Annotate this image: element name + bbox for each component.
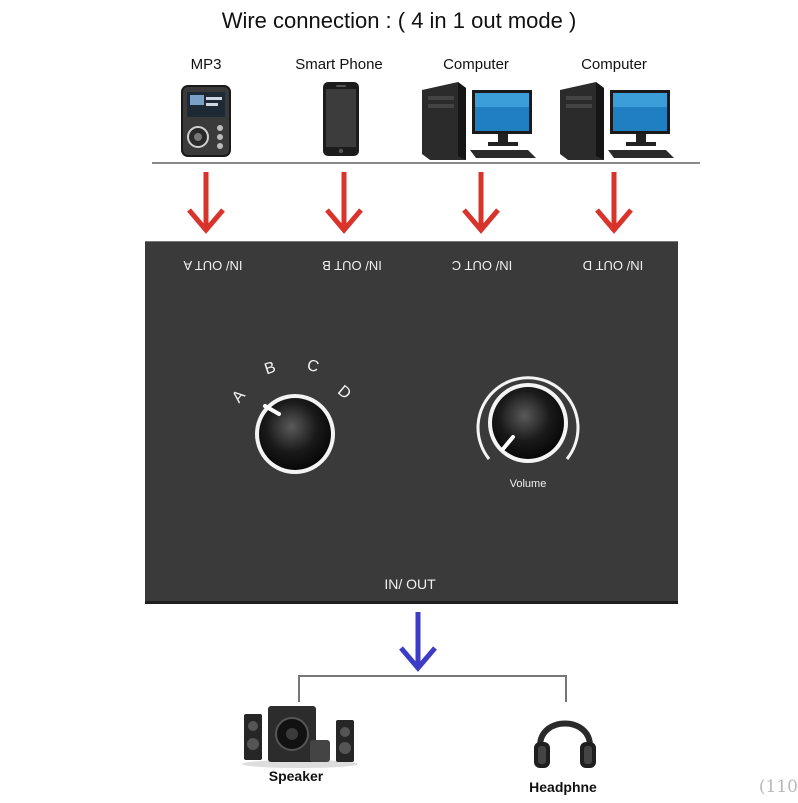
source-baseline: [152, 162, 700, 164]
switch-panel: IN/ OUT A IN/ OUT B IN/ OUT C IN/ OUT D …: [145, 241, 678, 604]
port-label-a: IN/ OUT A: [183, 258, 243, 273]
port-label-c: IN/ OUT C: [451, 258, 513, 273]
input-arrow-b: [325, 172, 363, 234]
headphones-icon: [534, 720, 596, 768]
input-arrow-a: [187, 172, 225, 234]
port-label-b: IN/ OUT B: [322, 258, 382, 273]
volume-label: Volume: [509, 478, 547, 490]
selector-letter-a: A: [229, 387, 249, 407]
source-label-computer-1: Computer: [443, 56, 509, 73]
output-branch-lines: [298, 675, 567, 702]
volume-knob[interactable]: [467, 367, 587, 477]
source-label-smartphone: Smart Phone: [295, 56, 383, 73]
corner-text: (110: [758, 777, 798, 797]
output-arrow: [399, 612, 437, 672]
output-port-label: IN/ OUT: [384, 576, 436, 592]
mp3-player-icon: [181, 85, 231, 157]
output-label-headphone: Headphne: [529, 779, 597, 795]
selector-knob[interactable]: [253, 392, 337, 476]
selector-letter-b: B: [262, 358, 278, 379]
smartphone-icon: [323, 82, 359, 156]
selector-letter-c: C: [305, 356, 321, 377]
diagram-title: Wire connection : ( 4 in 1 out mode ): [221, 8, 577, 33]
output-label-speaker: Speaker: [268, 768, 324, 784]
input-arrow-d: [595, 172, 633, 234]
desktop-computer-icon: [422, 82, 536, 160]
port-label-d: IN/ OUT D: [582, 258, 644, 273]
source-label-mp3: MP3: [190, 56, 222, 73]
input-arrow-c: [462, 172, 500, 234]
desktop-computer-icon: [560, 82, 674, 160]
speaker-set-icon: [242, 706, 358, 768]
source-label-computer-2: Computer: [581, 56, 647, 73]
